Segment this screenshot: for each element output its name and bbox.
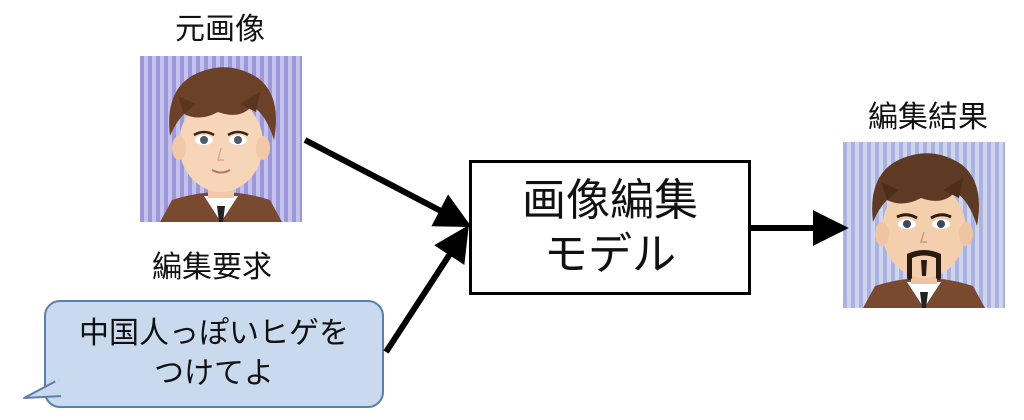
bubble-text-line-1: 中国人っぽいヒゲを [79,316,349,351]
original-image-label: 元画像 [175,12,265,47]
boy-avatar-icon [140,56,302,222]
edit-request-label: 編集要求 [152,250,272,285]
model-label-line-2: モデル [544,228,676,280]
boy-avatar-with-mustache-icon [843,142,1005,308]
arrow-original-to-model [303,137,472,227]
edit-request-speech-bubble: 中国人っぽいヒゲを つけてよ [44,300,384,408]
arrow-request-to-model [383,224,469,354]
original-avatar-image [140,56,302,222]
model-label-line-1: 画像編集 [522,174,698,226]
edit-result-label: 編集結果 [868,100,988,135]
bubble-text-line-2: つけてよ [154,356,274,391]
result-avatar-image [843,142,1005,308]
image-editing-model-box: 画像編集 モデル [469,160,751,295]
